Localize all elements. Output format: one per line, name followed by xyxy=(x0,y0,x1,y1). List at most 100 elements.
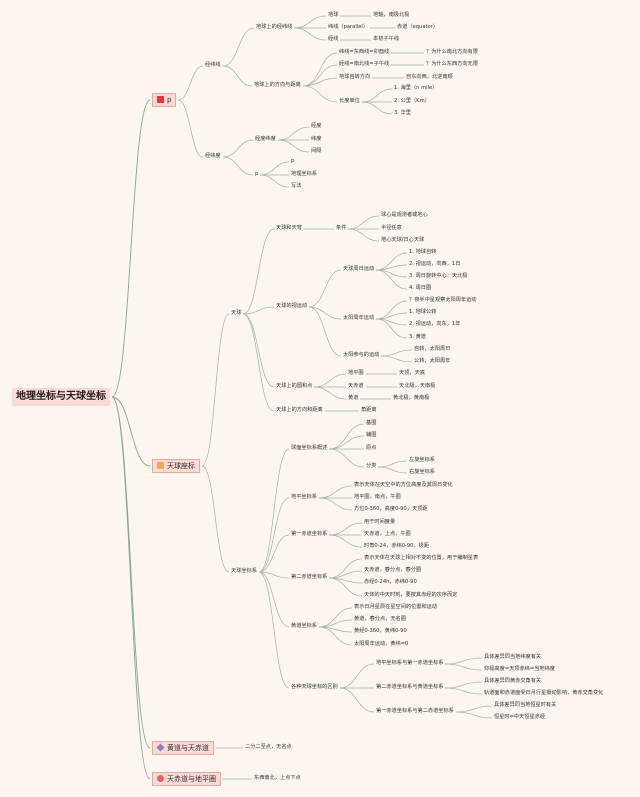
node-c25[interactable]: 天北极，天南极 xyxy=(399,383,436,389)
node-a26[interactable]: p xyxy=(291,158,295,164)
node-c22[interactable]: 地平圈 xyxy=(348,370,364,376)
node-a20[interactable]: 经纬度 xyxy=(205,153,221,159)
node-c13[interactable]: 太阳周年运动 xyxy=(343,315,375,321)
node-d11[interactable]: 地平圈，南点，午圈 xyxy=(354,494,401,500)
node-c19[interactable]: 自转，太阳周日 xyxy=(414,346,451,352)
node-d1[interactable]: 天球坐标系 xyxy=(231,568,257,574)
node-d26[interactable]: 太阳周年运动，黄纬=0 xyxy=(354,641,409,647)
node-c15[interactable]: 1. 地球公转 xyxy=(409,309,437,315)
node-a18[interactable]: 2. 公里（Km） xyxy=(394,98,430,104)
node-d24[interactable]: 黄道，春分点，无名圈 xyxy=(354,616,406,622)
node-d34[interactable]: 第一赤道坐标系与第二赤道坐标系 xyxy=(376,708,454,714)
node-c2[interactable]: 天球和天穹 xyxy=(276,225,302,231)
node-d20[interactable]: 赤经0-24h，赤纬0-90 xyxy=(364,579,417,585)
node-c1[interactable]: 天球 xyxy=(231,310,242,316)
node-d3[interactable]: 基圈 xyxy=(366,420,377,426)
node-d5[interactable]: 原点 xyxy=(366,445,377,451)
node-d31[interactable]: 第二赤道坐标系与黄道坐标系 xyxy=(376,684,444,690)
node-a17[interactable]: 1. 海里（n mile） xyxy=(394,85,438,91)
node-a28[interactable]: 写法 xyxy=(291,183,302,189)
node-c20[interactable]: 公转，太阳周年 xyxy=(414,358,451,364)
node-a3[interactable]: 地球 xyxy=(328,12,339,18)
node-c18[interactable]: 太阳参与的运动 xyxy=(343,352,380,358)
node-a2[interactable]: 地球上的经纬线 xyxy=(256,24,293,30)
node-d15[interactable]: 天赤道，上点，午圈 xyxy=(364,531,411,537)
node-d12[interactable]: 方位0-360，高度0-90，天顶距 xyxy=(354,506,428,512)
node-a5[interactable]: 纬线（parallel） xyxy=(328,24,369,30)
node-d35[interactable]: 具体差异同当地恒星时有关 xyxy=(494,702,557,708)
branch-b2[interactable]: 天球座标 xyxy=(152,459,200,473)
node-a24[interactable]: 间隔 xyxy=(311,148,322,154)
node-a12[interactable]: 经线=南北线=子午线 xyxy=(339,61,390,67)
node-c23[interactable]: 天顶，天底 xyxy=(399,370,425,376)
node-a27[interactable]: 地理坐标系 xyxy=(291,171,317,177)
node-d16[interactable]: 时角0-24，赤纬0-90，极距 xyxy=(364,543,430,549)
node-a15[interactable]: 自东向西，北逆南顺 xyxy=(406,74,453,80)
node-d23[interactable]: 表示日月星辰在星空间的位置和运动 xyxy=(354,604,438,610)
node-c26[interactable]: 黄道 xyxy=(348,395,359,401)
node-a19[interactable]: 3. 华里 xyxy=(394,110,411,116)
root-node[interactable]: 地理坐标与天球坐标 xyxy=(12,388,110,406)
node-a14[interactable]: 地球自转方向 xyxy=(339,74,371,80)
node-d7[interactable]: 左旋坐标系 xyxy=(409,457,435,463)
node-c8[interactable]: 天球周日运动 xyxy=(343,266,375,272)
node-d22[interactable]: 黄道坐标系 xyxy=(291,623,317,629)
node-d30[interactable]: 仰极高度=天顶赤纬=当地纬度 xyxy=(484,666,555,672)
node-c11[interactable]: 3. 周日旋转中心：天北极 xyxy=(409,273,468,279)
node-c24[interactable]: 天赤道 xyxy=(348,383,364,389)
node-a13[interactable]: ？为什么东西方向无限 xyxy=(426,61,478,67)
node-c6[interactable]: 地心天球/日心天球 xyxy=(381,237,425,243)
node-a11[interactable]: ？为什么南北方向有限 xyxy=(426,49,478,55)
node-d29[interactable]: 具体差异同当地纬度有关 xyxy=(484,654,542,660)
node-d33[interactable]: 轨道面和赤道面受日月行星摄动影响，黄赤交角变化 xyxy=(484,690,604,696)
node-c9[interactable]: 1. 地球自转 xyxy=(409,249,437,255)
node-c10[interactable]: 2. 视运动，向西，1日 xyxy=(409,261,461,267)
node-d18[interactable]: 表示天体在天球上相对不变的位置，用于编制星表 xyxy=(364,555,479,561)
node-c3[interactable]: 条件 xyxy=(336,225,347,231)
node-d32[interactable]: 具体差异同黄赤交角有关 xyxy=(484,678,542,684)
node-d4[interactable]: 辅圈 xyxy=(366,432,377,438)
node-a23[interactable]: 纬度 xyxy=(311,136,322,142)
node-c7[interactable]: 天球的视运动 xyxy=(276,303,308,309)
node-c27[interactable]: 黄北极，黄南极 xyxy=(393,395,430,401)
node-d6[interactable]: 分类 xyxy=(366,463,377,469)
node-a9[interactable]: 地球上的方向与距离 xyxy=(254,82,301,88)
branch-b1[interactable]: p xyxy=(152,93,177,107)
node-c12[interactable]: 4. 周日圈 xyxy=(409,285,432,291)
node-c28[interactable]: 天球上的方向和距离 xyxy=(276,407,323,413)
node-d25[interactable]: 黄经0-360，黄纬0-90 xyxy=(354,628,407,634)
node-a22[interactable]: 经度 xyxy=(311,123,322,129)
node-d10[interactable]: 表示天体在天空中的方位高度及其周日变化 xyxy=(354,482,453,488)
node-d9[interactable]: 地平坐标系 xyxy=(291,494,317,500)
node-e1[interactable]: 二分二至点，无名点 xyxy=(245,744,292,750)
node-d36[interactable]: 恒星时=中天恒星赤经 xyxy=(494,714,546,720)
node-d17[interactable]: 第二赤道坐标系 xyxy=(291,574,328,580)
branch-b3[interactable]: 黄道与天赤道 xyxy=(152,741,214,755)
node-d13[interactable]: 第一赤道坐标系 xyxy=(291,531,328,537)
node-c29[interactable]: 角距离 xyxy=(361,407,377,413)
node-a16[interactable]: 长度单位 xyxy=(339,98,360,104)
node-d8[interactable]: 右旋坐标系 xyxy=(409,469,435,475)
node-a6[interactable]: 赤道（equator） xyxy=(397,24,439,30)
node-c21[interactable]: 天球上的圆和点 xyxy=(276,383,313,389)
node-a21[interactable]: 经度纬度 xyxy=(255,136,276,142)
node-a1[interactable]: 经纬线 xyxy=(205,62,221,68)
node-f1[interactable]: 东西南北，上点下点 xyxy=(254,775,301,781)
node-c17[interactable]: 3. 黄道 xyxy=(409,334,426,340)
node-c14[interactable]: ？夜半中星观察太阳周年运动 xyxy=(409,297,477,303)
node-d14[interactable]: 用于时间度量 xyxy=(364,519,396,525)
node-c16[interactable]: 2. 视运动，向东，1年 xyxy=(409,321,461,327)
node-d27[interactable]: 各种天球坐标的区别 xyxy=(291,684,338,690)
node-a25[interactable]: p xyxy=(255,171,259,177)
node-d21[interactable]: 天体的中天时刻，要按其赤经的次序而定 xyxy=(364,592,458,598)
node-a7[interactable]: 经线 xyxy=(328,36,339,42)
node-c4[interactable]: 球心是观测者或地心 xyxy=(381,212,428,218)
node-d2[interactable]: 球面坐标系概述 xyxy=(291,445,328,451)
node-d28[interactable]: 地平坐标系与第一赤道坐标系 xyxy=(376,660,444,666)
node-a8[interactable]: 本初子午线 xyxy=(373,36,399,42)
node-a4[interactable]: 地轴，南极北极 xyxy=(373,12,410,18)
branch-b4[interactable]: 天赤道与地平圈 xyxy=(152,772,221,786)
node-d19[interactable]: 天赤道，春分点，春分圈 xyxy=(364,567,422,573)
node-c5[interactable]: 半径任意 xyxy=(381,225,402,231)
node-a10[interactable]: 纬线=东西线=卯酉线 xyxy=(339,49,390,55)
